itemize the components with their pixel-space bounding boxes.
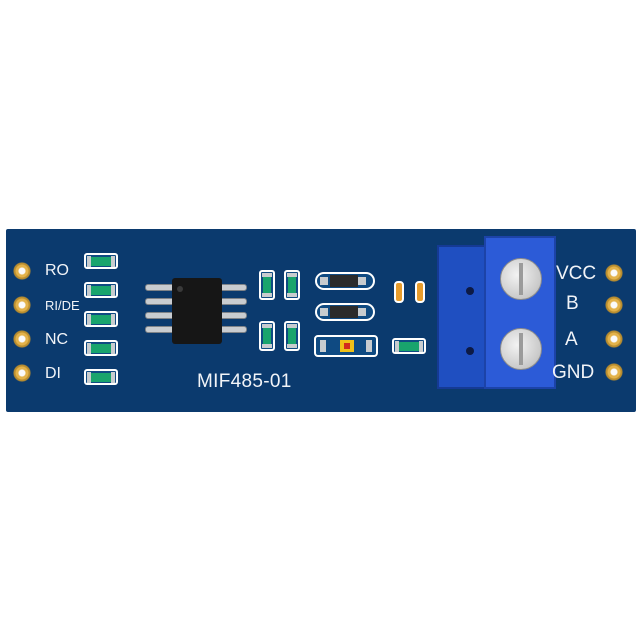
diode-d2	[315, 303, 375, 321]
screw-terminal-block	[484, 236, 556, 389]
pin-label-ro: RO	[45, 262, 69, 279]
diode-d1	[315, 272, 375, 290]
led-indicator	[314, 335, 378, 357]
resistor-r8	[259, 321, 275, 351]
pin-label-nc: NC	[45, 331, 69, 348]
pad-a	[605, 330, 623, 348]
resistor-r4	[84, 340, 118, 356]
pin-label-a: A	[565, 329, 578, 350]
pin1-marker	[177, 286, 183, 292]
screw-terminal-b[interactable]	[500, 258, 542, 300]
ic-lead	[145, 312, 175, 319]
resistor-r5	[84, 369, 118, 385]
pad-ro	[13, 262, 31, 280]
resistor-r1	[84, 253, 118, 269]
resistor-r3	[84, 311, 118, 327]
resistor-r10	[392, 338, 426, 354]
resistor-r7	[284, 270, 300, 300]
pad-vcc	[605, 264, 623, 282]
ic-chip	[172, 278, 222, 344]
resistor-r9	[284, 321, 300, 351]
capacitor-c2	[415, 281, 425, 303]
ic-lead	[145, 298, 175, 305]
pad-nc	[13, 330, 31, 348]
pad-di	[13, 364, 31, 382]
ic-lead	[145, 284, 175, 291]
board-name: MIF485-01	[197, 371, 292, 392]
pad-b	[605, 296, 623, 314]
ic-lead	[145, 326, 175, 333]
pin-label-di: DI	[45, 365, 61, 382]
pin-label-vcc: VCC	[556, 263, 597, 284]
pad-ri-de	[13, 296, 31, 314]
screw-terminal-a[interactable]	[500, 328, 542, 370]
pin-label-gnd: GND	[552, 362, 595, 383]
resistor-r2	[84, 282, 118, 298]
pin-label-b: B	[566, 293, 579, 314]
capacitor-c1	[394, 281, 404, 303]
pad-gnd	[605, 363, 623, 381]
pin-label-ri-de: RI/DE	[45, 298, 80, 313]
resistor-r6	[259, 270, 275, 300]
